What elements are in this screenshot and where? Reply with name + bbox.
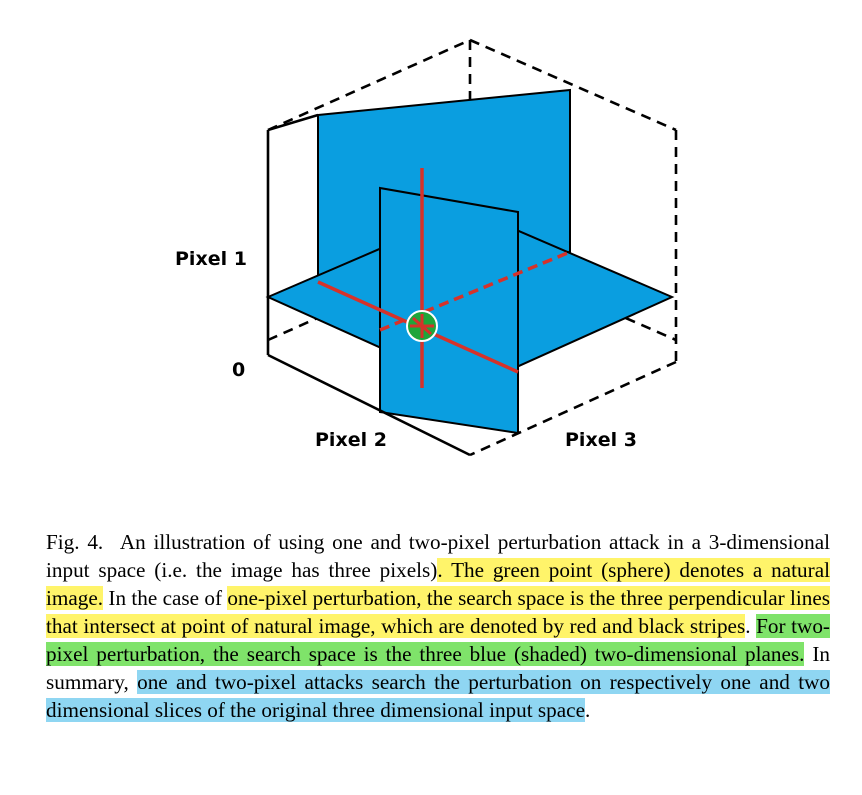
figure-caption: Fig. 4. An illustration of using one and… — [46, 528, 831, 724]
natural-image-point — [406, 310, 438, 342]
axis-label-origin: 0 — [232, 359, 245, 381]
caption-highlight-yellow-2: one-pixel perturbation — [227, 586, 417, 610]
caption-text-between-3: In summary, — [46, 642, 830, 694]
caption-text-plain: An illustration of using one and two-pix… — [46, 530, 830, 582]
axis-label-pixel2: Pixel 2 — [315, 429, 387, 451]
blue-planes — [265, 88, 675, 435]
cube-illustration: Pixel 1 0 Pixel 2 Pixel 3 — [175, 38, 678, 457]
cube-solid-edges — [266, 113, 471, 457]
caption-text-between-1: In the case of — [103, 586, 228, 610]
caption-label: Fig. 4. — [46, 530, 104, 554]
caption-highlight-blue: one and two-pixel attacks search the per… — [46, 670, 830, 722]
caption-text-between-2: . — [745, 614, 757, 638]
axis-label-pixel1: Pixel 1 — [175, 248, 247, 270]
plane-vertical-front — [379, 186, 519, 435]
axis-label-pixel3: Pixel 3 — [565, 429, 637, 451]
caption-text-end: . — [584, 698, 591, 722]
